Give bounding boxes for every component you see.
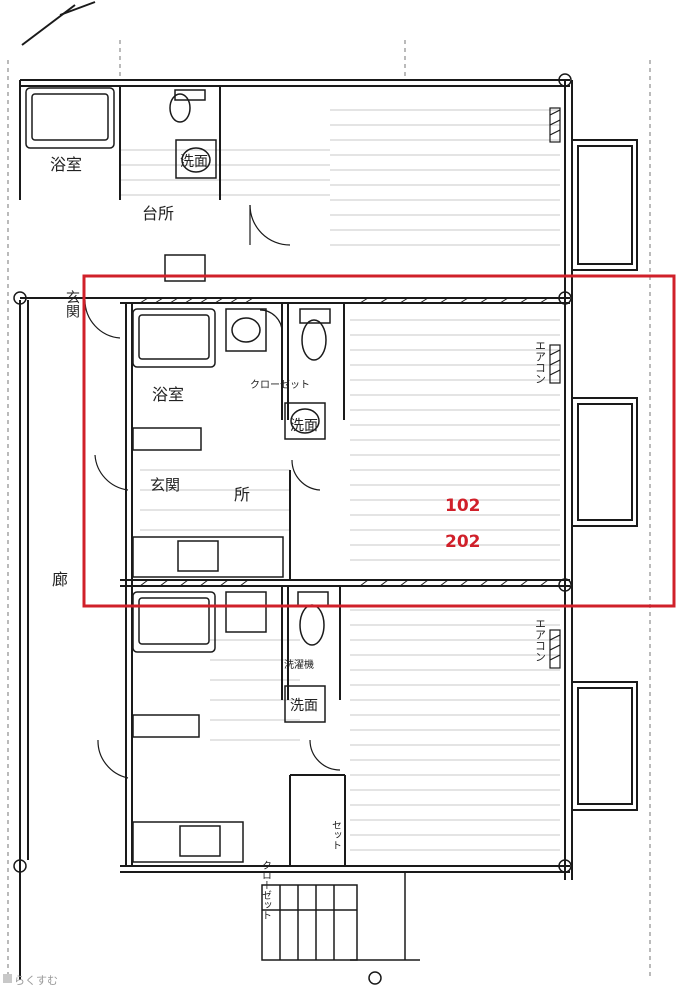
label-wash-middle: 洗面: [290, 418, 318, 434]
label-closet-lower: クローゼット: [260, 860, 272, 920]
label-washer-lower: 洗濯機: [284, 658, 314, 671]
watermark-logo-icon: [3, 974, 12, 983]
walls: [19, 1, 638, 980]
fixtures: [13, 73, 572, 985]
label-entry-middle: 玄関: [150, 476, 180, 494]
label-wash-lower: 洗面: [290, 698, 318, 714]
watermark-text: らくすむ: [14, 974, 58, 987]
label-aircon-lower: エアコン: [534, 618, 547, 662]
label-corridor: 廊: [52, 570, 68, 589]
label-entry-left: 玄関: [64, 289, 80, 319]
label-set-lower: セット: [330, 820, 342, 850]
label-aircon-middle: エアコン: [534, 340, 547, 384]
doors: [84, 204, 341, 779]
label-bath-middle: 浴室: [152, 385, 184, 404]
watermark: らくすむ: [3, 974, 58, 987]
label-closet-middle: クローゼット: [250, 379, 310, 391]
staircase: [261, 872, 420, 961]
unit-number-102: 102: [445, 496, 481, 516]
dimension-lines: [7, 40, 651, 980]
label-kitchen-middle: 所: [234, 485, 250, 504]
label-bath-upper: 浴室: [50, 155, 82, 174]
wall-hatching: [139, 297, 549, 587]
unit-highlight: [82, 274, 676, 608]
floor-hatching: [120, 109, 560, 851]
unit-number-202: 202: [445, 532, 481, 552]
label-wash-upper: 洗面: [180, 154, 208, 170]
aircon-blocks: [549, 107, 561, 669]
label-kitchen-upper: 台所: [142, 204, 174, 223]
